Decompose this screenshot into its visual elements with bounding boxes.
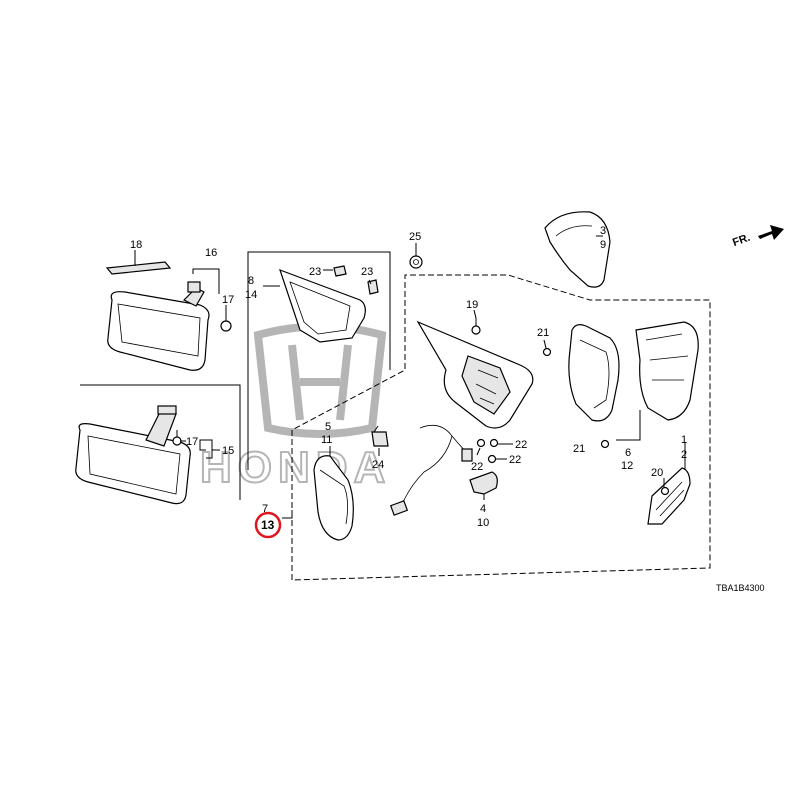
- callout-17-lower: 17: [186, 436, 198, 448]
- callout-8: 8: [248, 275, 254, 287]
- honda-watermark-text: HONDA: [200, 443, 391, 492]
- mirror-skull-cap: [544, 211, 611, 288]
- callout-17-upper: 17: [222, 294, 234, 306]
- callout-13: 13: [261, 518, 275, 532]
- callout-16: 16: [205, 247, 217, 259]
- callout-23-left: 23: [309, 266, 321, 278]
- callout-labels: 18 16 17 8 14 23 23 25 3 9 19 21 21 6 12…: [130, 225, 687, 529]
- callout-21-lower: 21: [573, 443, 585, 455]
- callout-22-right-lower: 22: [509, 454, 521, 466]
- callout-7: 7: [262, 503, 268, 515]
- callout-25: 25: [409, 231, 421, 243]
- front-arrow-icon: [758, 225, 784, 240]
- rearview-mirror-upper: [107, 281, 210, 371]
- callout-10: 10: [477, 517, 489, 529]
- mirror-housing: [568, 324, 620, 422]
- highlight-ring: [254, 511, 282, 539]
- callout-22-right-upper: 22: [515, 439, 527, 451]
- callout-24: 24: [372, 459, 384, 471]
- clip-24: [371, 425, 389, 447]
- highlighted-callout-13: 13: [254, 511, 282, 539]
- callout-14: 14: [245, 289, 257, 301]
- callout-23-right: 23: [361, 266, 373, 278]
- turn-signal-lamp: [647, 467, 691, 525]
- callout-12: 12: [621, 460, 633, 472]
- callout-1: 1: [681, 434, 687, 446]
- callout-22-left: 22: [471, 461, 483, 473]
- mirror-inner-housing: [635, 321, 699, 421]
- rearview-mirror-lower: [75, 405, 191, 505]
- wire-harness: [389, 424, 473, 516]
- front-label: FR.: [731, 232, 752, 249]
- callout-6: 6: [625, 447, 631, 459]
- screw-17-lower: [172, 430, 182, 446]
- callout-11: 11: [321, 434, 332, 446]
- screws-22: [476, 438, 499, 464]
- callout-18: 18: [130, 239, 142, 251]
- callout-4: 4: [480, 503, 486, 515]
- assembly-outline: [291, 274, 711, 581]
- mirror-glass: [313, 455, 354, 541]
- left-bracket-line: [80, 384, 241, 500]
- nut-25: [409, 255, 423, 269]
- leader-lines: [134, 235, 686, 519]
- screw-17-upper: [220, 314, 232, 332]
- front-direction-indicator: FR.: [731, 225, 784, 249]
- callout-9: 9: [600, 239, 606, 251]
- mirror-bracket-4-10: [469, 471, 498, 495]
- callout-19: 19: [466, 299, 478, 311]
- catalog-code: TBA1B4300: [716, 583, 765, 593]
- callout-3: 3: [600, 225, 606, 237]
- screw-21-lower: [600, 439, 610, 449]
- mirror-actuator: [416, 320, 534, 429]
- callout-20: 20: [651, 467, 663, 479]
- callout-15: 15: [222, 445, 234, 457]
- callout-5: 5: [325, 421, 331, 433]
- honda-watermark-logo: HONDA: [199, 322, 391, 493]
- callout-2: 2: [681, 449, 687, 461]
- callout-21-upper: 21: [537, 327, 549, 339]
- mirror-cover-18: [105, 261, 172, 275]
- screw-20: [660, 486, 670, 496]
- screw-21-upper: [542, 347, 552, 357]
- screw-19: [471, 318, 481, 335]
